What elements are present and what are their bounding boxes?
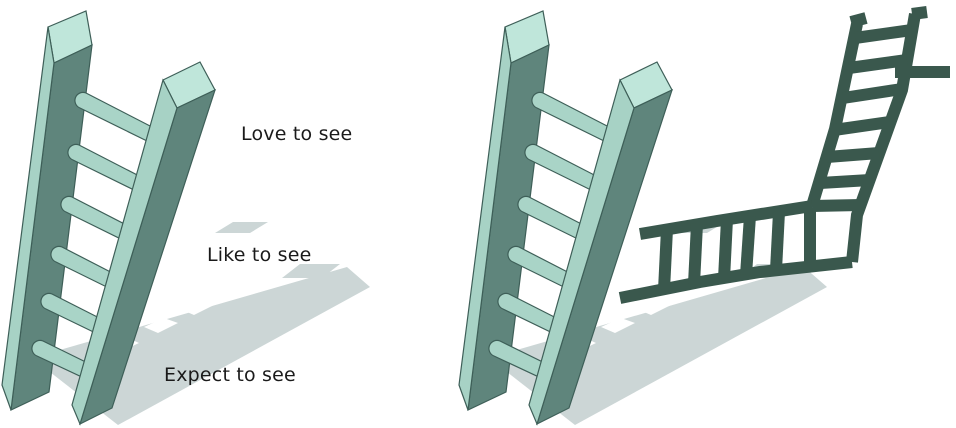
bent-ladder bbox=[620, 12, 950, 298]
label-expect-to-see: Expect to see bbox=[164, 364, 296, 386]
label-like-to-see: Like to see bbox=[207, 244, 312, 266]
left-ladder bbox=[2, 11, 370, 425]
label-love-to-see: Love to see bbox=[241, 123, 352, 145]
